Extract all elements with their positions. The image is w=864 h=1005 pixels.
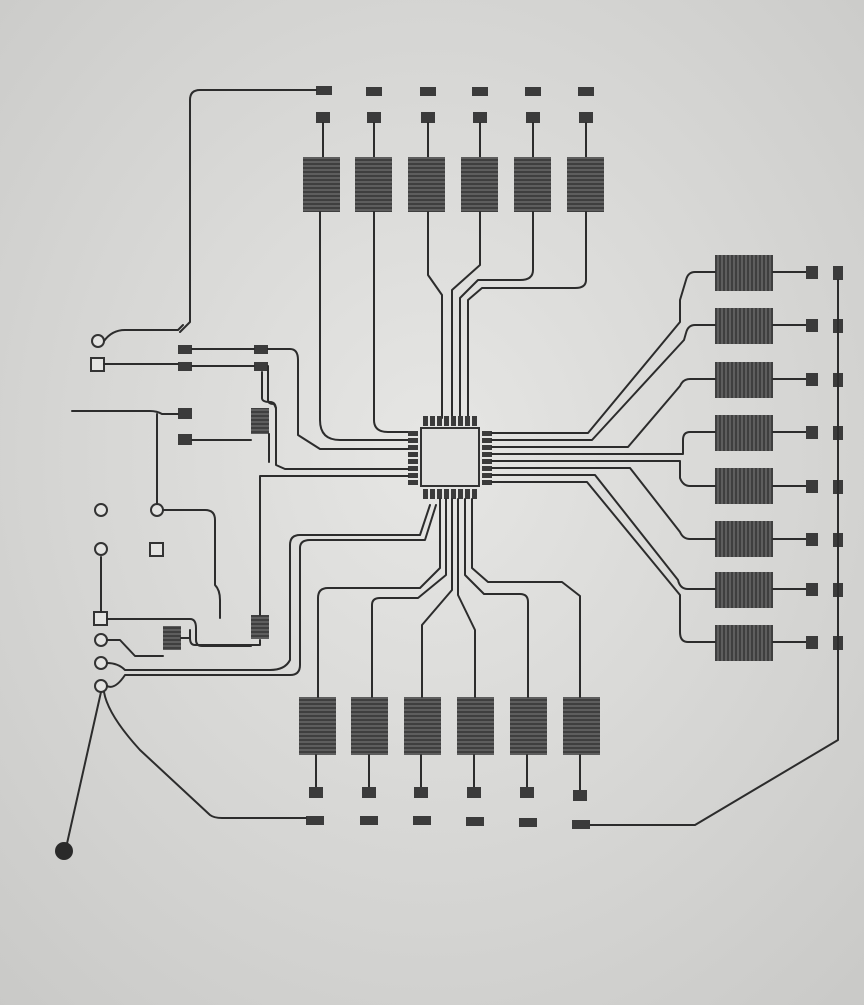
left-small-coil <box>251 408 269 434</box>
bottom-small-chip <box>309 787 323 798</box>
bottom-coil <box>351 697 388 755</box>
chip-top-pins <box>423 416 477 426</box>
test-point <box>94 542 108 556</box>
right-coil <box>715 625 773 661</box>
bottom-coil <box>299 697 336 755</box>
bottom-coil <box>404 697 441 755</box>
bottom-coil <box>457 697 494 755</box>
top-pad <box>420 87 436 96</box>
square-test-point <box>93 611 108 626</box>
bottom-pad <box>360 816 378 825</box>
bottom-coil <box>510 697 547 755</box>
right-coil-group <box>589 255 843 826</box>
chip-bottom-pins <box>423 489 477 499</box>
bottom-pad <box>413 816 431 825</box>
right-coil <box>715 521 773 557</box>
top-coil <box>355 157 392 212</box>
resistor-pad <box>254 345 268 354</box>
right-small-chip <box>806 583 818 596</box>
right-small-chip <box>806 533 818 546</box>
right-small-chip <box>806 266 818 279</box>
top-coil <box>461 157 498 212</box>
bottom-small-chip <box>573 790 587 801</box>
test-point <box>94 633 108 647</box>
top-traces <box>179 89 587 441</box>
bottom-traces <box>317 498 581 698</box>
test-point <box>91 334 105 348</box>
left-network <box>55 324 437 860</box>
left-small-coil <box>163 626 181 650</box>
top-pad <box>366 87 382 96</box>
bottom-coil-group <box>299 697 600 829</box>
test-point <box>94 656 108 670</box>
top-pad <box>316 86 332 95</box>
test-point <box>94 503 108 517</box>
bottom-small-chip <box>414 787 428 798</box>
right-coil <box>715 415 773 451</box>
bottom-pad <box>572 820 590 829</box>
right-small-chip <box>806 373 818 386</box>
right-coil <box>715 308 773 344</box>
resistor-pad <box>178 434 192 445</box>
right-small-chip <box>806 480 818 493</box>
test-point <box>94 679 108 693</box>
right-pad <box>833 266 843 280</box>
square-test-point <box>90 357 105 372</box>
bottom-small-chip <box>467 787 481 798</box>
central-chip <box>408 416 492 499</box>
right-small-chip <box>806 636 818 649</box>
right-coil <box>715 468 773 504</box>
top-pad <box>578 87 594 96</box>
resistor-pad <box>178 345 192 354</box>
bottom-small-chip <box>520 787 534 798</box>
right-traces <box>491 271 716 643</box>
top-pad <box>525 87 541 96</box>
top-coil <box>408 157 445 212</box>
left-small-coil <box>251 615 269 639</box>
top-small-chip <box>579 112 593 123</box>
top-small-chip <box>421 112 435 123</box>
top-coil-group <box>303 86 604 212</box>
right-small-chip <box>806 319 818 332</box>
bottom-small-chip <box>362 787 376 798</box>
chip-left-pins <box>408 431 418 485</box>
top-coil <box>514 157 551 212</box>
test-point <box>150 503 164 517</box>
top-small-chip <box>316 112 330 123</box>
resistor-pad <box>178 362 192 371</box>
resistor-pad <box>254 362 268 371</box>
top-pad <box>472 87 488 96</box>
top-small-chip <box>473 112 487 123</box>
chip-right-pins <box>482 431 492 485</box>
square-test-point <box>149 542 164 557</box>
top-coil <box>303 157 340 212</box>
solder-blob <box>55 842 73 860</box>
bottom-pad <box>519 818 537 827</box>
top-small-chip <box>367 112 381 123</box>
resistor-pad <box>178 408 192 419</box>
chip-body <box>420 427 480 487</box>
right-coil <box>715 572 773 608</box>
right-coil <box>715 255 773 291</box>
bottom-pad <box>306 816 324 825</box>
top-small-chip <box>526 112 540 123</box>
bottom-coil <box>563 697 600 755</box>
right-coil <box>715 362 773 398</box>
right-small-chip <box>806 426 818 439</box>
top-coil <box>567 157 604 212</box>
bottom-pad <box>466 817 484 826</box>
